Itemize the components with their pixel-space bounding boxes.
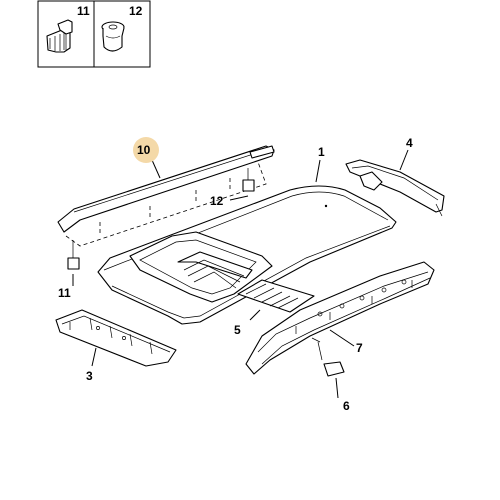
leader-lines <box>72 149 409 399</box>
inset-label-12: 12 <box>129 4 143 18</box>
callout-label-5: 5 <box>234 323 241 337</box>
inset-label-11: 11 <box>77 4 90 18</box>
callout-label-6: 6 <box>343 399 350 413</box>
front-header-part <box>345 159 445 217</box>
rear-roof-bow-part <box>245 261 435 375</box>
callout-10: 10 <box>133 137 159 163</box>
callout-label-3: 3 <box>86 369 93 383</box>
callout-label-4: 4 <box>406 136 413 150</box>
rear-crossmember-part <box>237 279 315 313</box>
roof-panel-part <box>97 185 397 325</box>
roof-rail-part <box>57 145 275 270</box>
callout-label-1: 1 <box>318 145 325 159</box>
clip-part-icon <box>46 19 73 53</box>
callout-label-11: 11 <box>58 286 71 300</box>
callout-label-12: 12 <box>210 194 224 208</box>
highlight-circle <box>133 137 159 163</box>
rear-rail-part <box>55 309 177 367</box>
callout-label-10: 10 <box>137 143 151 157</box>
parts-inset: 11 12 <box>37 0 151 68</box>
callout-label-7: 7 <box>356 341 363 355</box>
plug-part-icon <box>101 21 125 52</box>
clip-marker-12 <box>242 179 255 192</box>
clip-marker-11 <box>67 257 80 270</box>
clip-part-6 <box>311 337 345 377</box>
